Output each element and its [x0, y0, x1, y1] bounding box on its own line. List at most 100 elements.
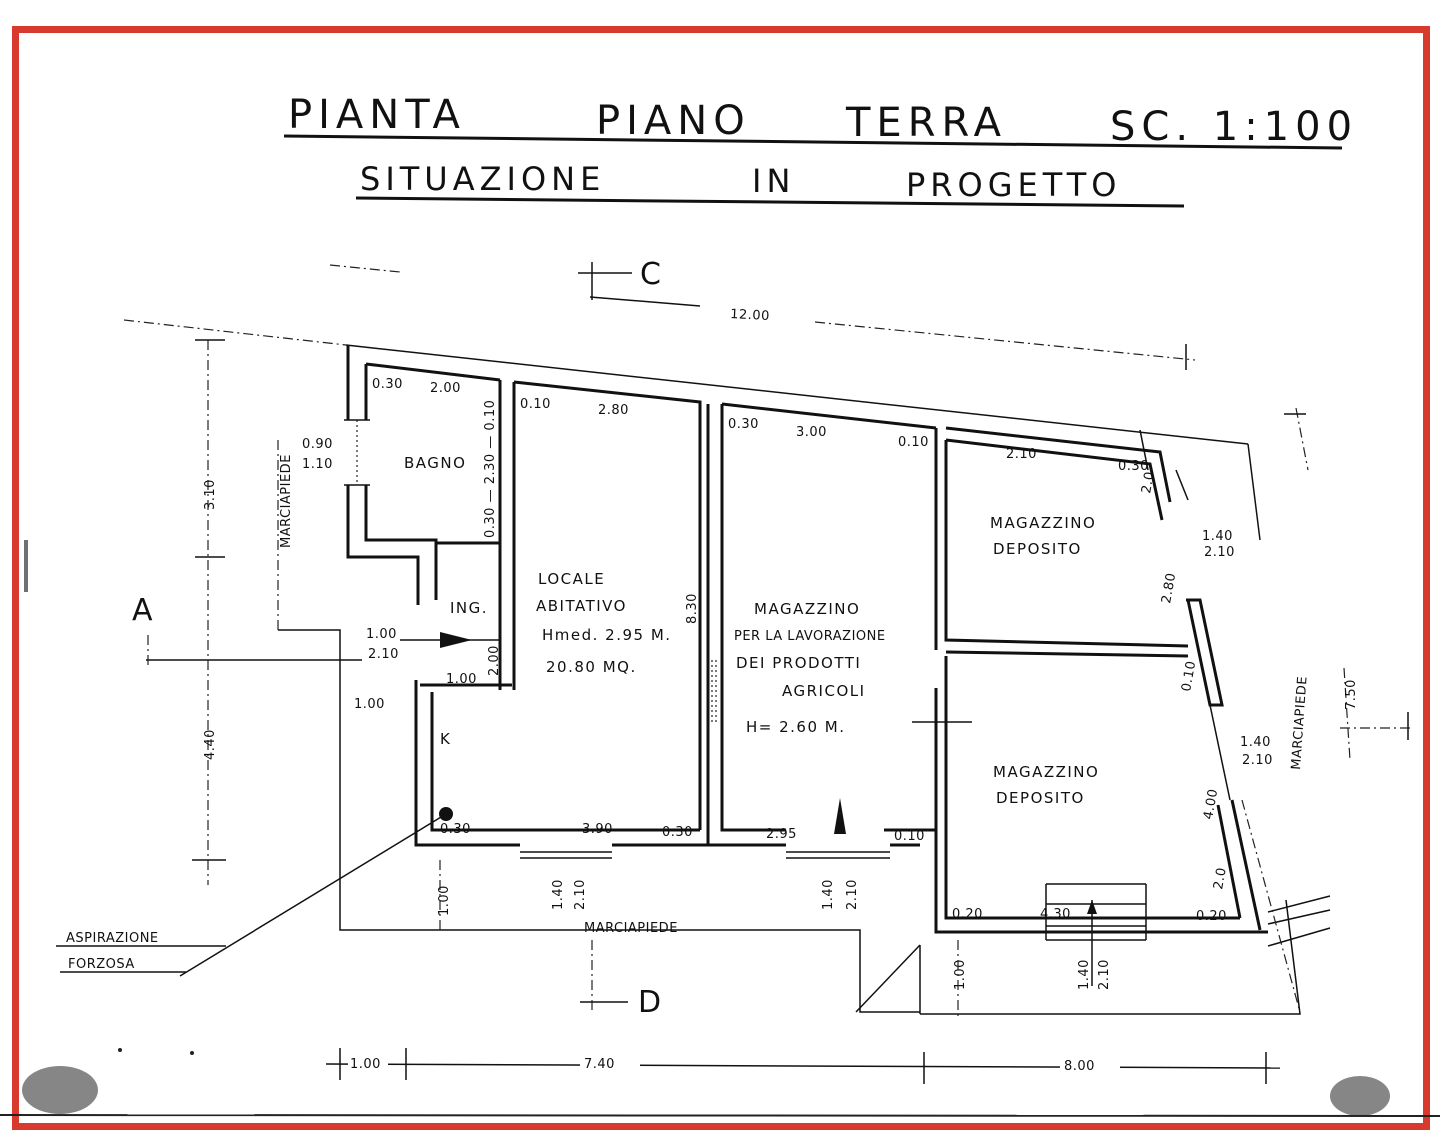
- room-magazzino-lav-label-3: DEI PRODOTTI: [736, 654, 861, 672]
- svg-text:2.10: 2.10: [1204, 545, 1235, 560]
- room-deposito-1-walls: [944, 426, 1189, 658]
- title-block: PIANTA PIANO TERRA SC. 1:100 SITUAZIONE …: [283, 92, 1352, 208]
- svg-text:1.00: 1.00: [350, 1057, 381, 1072]
- room-locale-height: Hmed. 2.95 M.: [542, 626, 672, 644]
- north-arrow-icon: [834, 798, 846, 834]
- bottom-right-sidewalk: [855, 899, 1301, 1015]
- marciapiede-right-label: MARCIAPIEDE: [1289, 676, 1311, 771]
- room-deposito-2-label-1: MAGAZZINO: [993, 763, 1099, 781]
- room-locale-label-2: ABITATIVO: [536, 597, 627, 615]
- svg-text:2.10: 2.10: [845, 879, 860, 910]
- svg-text:2.95: 2.95: [766, 827, 797, 842]
- outer-boundary-top: [345, 344, 1249, 445]
- svg-text:0.20: 0.20: [952, 907, 983, 922]
- room-magazzino-lav-label-2: PER LA LAVORAZIONE: [734, 629, 886, 644]
- scan-noise: [0, 540, 1440, 1117]
- svg-text:4.40: 4.40: [203, 729, 218, 760]
- title-word-pianta: PIANTA: [288, 92, 466, 138]
- svg-text:D: D: [638, 985, 662, 1020]
- svg-text:1.40: 1.40: [551, 879, 566, 910]
- svg-text:1.40: 1.40: [1240, 735, 1271, 750]
- svg-text:1.40: 1.40: [1077, 959, 1092, 990]
- svg-text:7.40: 7.40: [584, 1057, 615, 1072]
- room-magazzino-lav-label-4: AGRICOLI: [782, 682, 866, 700]
- title-word-terra: TERRA: [845, 100, 1007, 146]
- room-ingresso-label: ING.: [450, 599, 488, 617]
- aspirazione-callout: ASPIRAZIONE FORZOSA: [56, 813, 447, 977]
- room-deposito-1-label-1: MAGAZZINO: [990, 514, 1096, 532]
- svg-text:2.0: 2.0: [1139, 470, 1158, 494]
- aspirazione-label-1: ASPIRAZIONE: [66, 931, 159, 946]
- marciapiede-left-label: MARCIAPIEDE: [279, 454, 294, 548]
- svg-text:1.40: 1.40: [821, 879, 836, 910]
- left-sidewalk: MARCIAPIEDE: [277, 440, 920, 1013]
- dimension-left: 3.10 4.40: [192, 339, 226, 885]
- room-magazzino-lav-label-1: MAGAZZINO: [754, 600, 860, 618]
- stair-arrow-icon: [1087, 900, 1097, 986]
- svg-text:0.10: 0.10: [898, 435, 929, 450]
- svg-text:0.30: 0.30: [662, 825, 693, 840]
- room-bagno-walls: [344, 345, 501, 605]
- svg-text:C: C: [640, 257, 662, 292]
- svg-text:4.00: 4.00: [1201, 788, 1221, 821]
- dimension-overall-top: 12.00: [123, 264, 1196, 370]
- subtitle-underline: [355, 196, 1185, 208]
- title-underline: [283, 134, 1343, 150]
- svg-text:0.30: 0.30: [440, 822, 471, 837]
- svg-text:2.10: 2.10: [1006, 447, 1037, 462]
- svg-text:3.10: 3.10: [203, 479, 218, 510]
- svg-text:0.20: 0.20: [1196, 909, 1227, 924]
- title-word-piano: PIANO: [596, 98, 751, 144]
- section-marker-c: C: [578, 257, 662, 300]
- svg-text:2.00: 2.00: [430, 381, 461, 396]
- svg-text:1.10: 1.10: [302, 457, 333, 472]
- svg-text:2.00: 2.00: [487, 645, 502, 676]
- svg-text:3.90: 3.90: [582, 822, 613, 837]
- svg-text:0.10: 0.10: [894, 829, 925, 844]
- svg-text:1.00: 1.00: [446, 672, 477, 687]
- marciapiede-bottom-label: MARCIAPIEDE: [584, 921, 678, 936]
- svg-text:2.10: 2.10: [1242, 753, 1273, 768]
- svg-text:0.30: 0.30: [1118, 459, 1149, 474]
- interior-dimensions: 0.30 2.00 0.30 — 2.30 — 0.10 0.90 1.10 0…: [302, 377, 1273, 1020]
- outer-boundary-right: [1247, 443, 1261, 541]
- dimension-bottom: 1.00 7.40 8.00: [325, 1048, 1281, 1084]
- svg-text:1.40: 1.40: [1202, 529, 1233, 544]
- svg-text:8.00: 8.00: [1064, 1059, 1095, 1074]
- svg-text:2.80: 2.80: [598, 403, 629, 418]
- subtitle-word-in: IN: [752, 162, 795, 200]
- aspirazione-label-2: FORZOSA: [68, 957, 135, 972]
- entrance-arrow-icon: [400, 632, 500, 648]
- room-locale-label-1: LOCALE: [538, 570, 605, 588]
- room-labels: BAGNO ING. LOCALE ABITATIVO Hmed. 2.95 M…: [404, 454, 1099, 807]
- svg-text:1.00: 1.00: [437, 885, 452, 916]
- section-marker-a: A: [132, 593, 362, 668]
- svg-text:2.0: 2.0: [1211, 866, 1230, 890]
- dimension-right: 7.50 MARCIAPIEDE: [1284, 407, 1410, 771]
- svg-text:0.30 — 2.30 — 0.10: 0.30 — 2.30 — 0.10: [483, 400, 498, 538]
- subtitle-word-progetto: PROGETTO: [906, 166, 1121, 204]
- room-locale-area: 20.80 MQ.: [546, 658, 637, 676]
- room-locale-walls: [414, 380, 717, 859]
- k-marker: K: [440, 730, 451, 748]
- section-marker-d: D: [580, 940, 662, 1020]
- room-bagno-label: BAGNO: [404, 454, 466, 472]
- svg-text:0.30: 0.30: [372, 377, 403, 392]
- room-magazzino-lavorazione-walls: [708, 402, 972, 859]
- svg-text:0.10: 0.10: [1179, 660, 1199, 693]
- svg-text:0.10: 0.10: [520, 397, 551, 412]
- svg-text:1.00: 1.00: [953, 959, 968, 990]
- subtitle-word-situazione: SITUAZIONE: [360, 160, 605, 198]
- drawing-frame: [12, 26, 1430, 1130]
- room-deposito-1-label-2: DEPOSITO: [993, 540, 1082, 558]
- svg-text:2.10: 2.10: [368, 647, 399, 662]
- room-magazzino-lav-height: H= 2.60 M.: [746, 718, 846, 736]
- svg-text:A: A: [132, 593, 154, 628]
- svg-text:0.90: 0.90: [302, 437, 333, 452]
- svg-text:1.00: 1.00: [354, 697, 385, 712]
- svg-text:1.00: 1.00: [366, 627, 397, 642]
- svg-text:3.00: 3.00: [796, 425, 827, 440]
- room-deposito-2-label-2: DEPOSITO: [996, 789, 1085, 807]
- svg-text:12.00: 12.00: [730, 307, 770, 324]
